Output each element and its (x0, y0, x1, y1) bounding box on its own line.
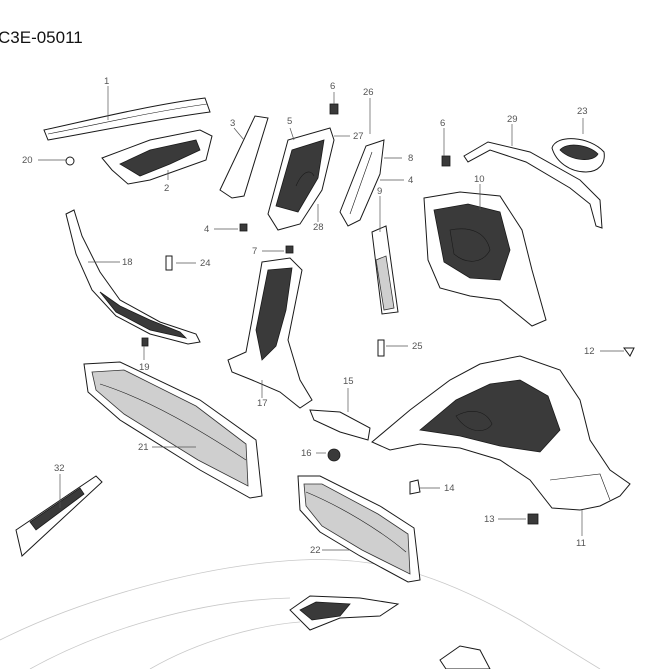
callout-12: 12 (584, 346, 595, 357)
bottom-partial-parts (289, 595, 491, 669)
part-32-badge (15, 474, 103, 557)
part-20-clip (65, 156, 75, 166)
callout-1: 1 (104, 76, 109, 87)
callout-17: 17 (257, 398, 268, 409)
part-12-screw (623, 347, 635, 357)
callout-3: 3 (230, 118, 235, 129)
callout-18: 18 (122, 257, 133, 268)
part-17-b-pillar-lower (227, 257, 313, 409)
callout-9: 9 (377, 186, 382, 197)
callout-4a: 4 (204, 224, 209, 235)
callout-22: 22 (310, 545, 321, 556)
callout-25: 25 (412, 341, 423, 352)
callout-6b: 6 (440, 118, 445, 129)
callout-11: 11 (576, 538, 586, 549)
part-11-quarter-lower (371, 355, 631, 536)
callout-6a: 6 (330, 81, 335, 92)
callout-13: 13 (484, 514, 495, 525)
part-1-roof-trim (43, 86, 211, 141)
part-21-sill-plate (83, 361, 263, 499)
callout-labels: 1 2 3 4 4 5 6 6 7 8 9 10 11 12 13 14 15 … (22, 76, 595, 556)
callout-15: 15 (343, 376, 354, 387)
callout-2: 2 (164, 183, 169, 194)
part-23-grab-handle (551, 118, 605, 173)
callout-21: 21 (138, 442, 149, 453)
part-6-clip (329, 103, 339, 115)
part-15-step-trim (309, 388, 371, 441)
part-6-clip-b (441, 155, 451, 167)
fasteners (65, 103, 635, 525)
part-16-plug (327, 448, 341, 462)
callout-leaders (38, 92, 624, 551)
part-18-a-pillar-lower (65, 209, 201, 345)
vehicle-outline (0, 559, 601, 669)
callout-32: 32 (54, 463, 65, 474)
callout-10: 10 (474, 174, 485, 185)
callout-14: 14 (444, 483, 455, 494)
callout-29: 29 (507, 114, 518, 125)
callout-23: 23 (577, 106, 588, 117)
part-5-b-pillar-trim (267, 127, 335, 231)
diagram-code: C3E-05011 (0, 28, 83, 47)
part-25-clip (377, 339, 385, 357)
callout-20: 20 (22, 155, 33, 166)
callout-24: 24 (200, 258, 211, 269)
callout-4b: 4 (408, 175, 413, 186)
part-29-roof-rail (463, 141, 603, 229)
part-4-clip (239, 223, 248, 232)
part-3-pillar-strip (219, 115, 269, 199)
callout-28: 28 (313, 222, 324, 233)
callout-5: 5 (287, 116, 292, 127)
part-14-clip (409, 479, 421, 495)
part-7-clip (285, 245, 294, 254)
part-24-clip (165, 255, 173, 271)
callout-8: 8 (408, 153, 413, 164)
part-13-nut (527, 513, 539, 525)
part-10-quarter-upper (423, 191, 547, 327)
part-22-sill-plate (297, 475, 421, 583)
part-19-clip (141, 337, 149, 347)
callout-16: 16 (301, 448, 312, 459)
callout-7: 7 (252, 246, 257, 257)
part-2-pillar-upper (101, 129, 213, 185)
callout-26: 26 (363, 87, 374, 98)
callout-27: 27 (353, 131, 364, 142)
part-8-c-pillar-trim (339, 139, 402, 227)
callout-19: 19 (139, 362, 150, 373)
part-9-pillar-piece (371, 225, 399, 315)
